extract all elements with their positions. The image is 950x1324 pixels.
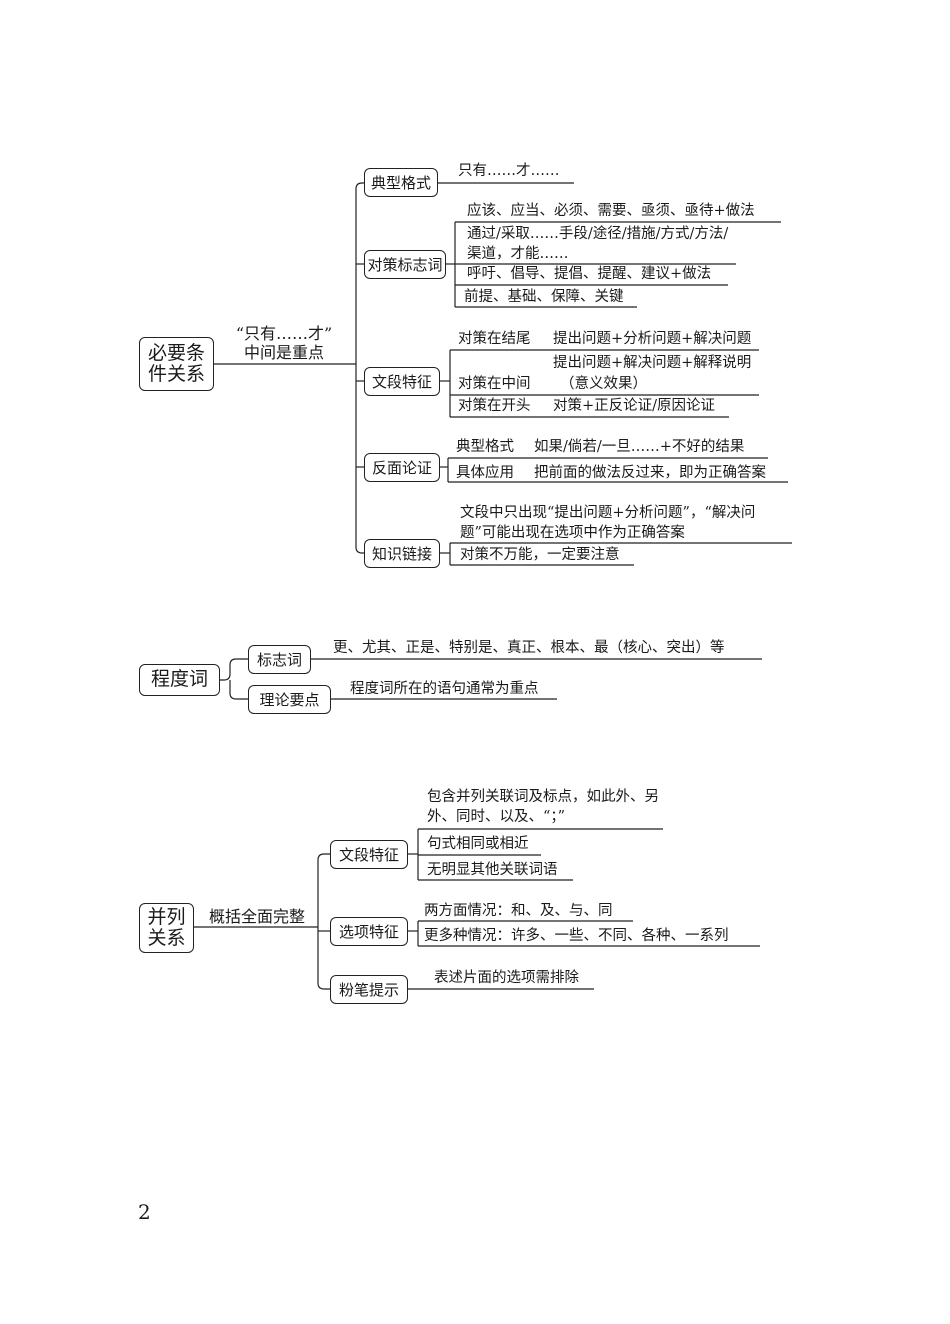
leaf-text: 包含并列关联词及标点，如此外、另外、同时、以及、“；” xyxy=(427,789,659,825)
leaf-text: 两方面情况：和、及、与、同 xyxy=(424,903,613,919)
branch-label-line2: 中间是重点 xyxy=(243,343,324,362)
node-strategy-markers: 对策标志词 xyxy=(364,250,446,279)
leaf-text: 对策+正反论证/原因论证 xyxy=(553,398,716,414)
leaf-text: 程度词所在的语句通常为重点 xyxy=(350,681,539,697)
node-label: 典型格式 xyxy=(370,173,431,192)
root-node-necessary-condition: 必要条 件关系 xyxy=(139,337,214,391)
leaf-text: 表述片面的选项需排除 xyxy=(434,970,579,986)
node-label: 选项特征 xyxy=(338,922,399,941)
branch-label-line1: “只有……才” xyxy=(235,324,333,343)
leaf-text: 更、尤其、正是、特别是、真正、根本、最（核心、突出）等 xyxy=(333,640,725,656)
root-node-degree-words: 程度词 xyxy=(139,664,220,696)
node-label: 知识链接 xyxy=(371,544,432,563)
node-option-features: 选项特征 xyxy=(330,917,408,946)
branch-label: 概括全面完整 xyxy=(208,907,305,926)
page-number: 2 xyxy=(138,1200,151,1224)
node-label: 粉笔提示 xyxy=(338,980,399,999)
leaf-text: 只有……才…… xyxy=(458,163,560,179)
node-counter-argument: 反面论证 xyxy=(364,453,440,482)
leaf-text: 提出问题+分析问题+解决问题 xyxy=(553,331,752,347)
leaf-label: 具体应用 xyxy=(456,465,514,481)
node-label: 标志词 xyxy=(256,650,302,669)
leaf-text: 文段中只出现“提出问题+分析问题”，“解决问题”可能出现在选项中作为正确答案 xyxy=(460,505,756,541)
node-paragraph-features: 文段特征 xyxy=(330,840,408,869)
node-label: 理论要点 xyxy=(259,690,320,709)
leaf-text: （意义效果） xyxy=(560,376,647,392)
node-label: 反面论证 xyxy=(371,458,432,477)
root-label: 必要条 件关系 xyxy=(147,341,205,385)
leaf-text: 无明显其他关联词语 xyxy=(427,862,558,878)
leaf-text: 应该、应当、必须、需要、亟须、亟待+做法 xyxy=(467,203,755,219)
leaf-text: 呼吁、倡导、提倡、提醒、建议+做法 xyxy=(467,266,712,282)
leaf-label: 典型格式 xyxy=(456,439,514,455)
node-label: 文段特征 xyxy=(338,845,399,864)
node-knowledge-link: 知识链接 xyxy=(364,539,440,568)
leaf-text: 前提、基础、保障、关键 xyxy=(464,289,624,305)
leaf-text: 如果/倘若/一旦……+不好的结果 xyxy=(534,439,745,455)
leaf-text: 把前面的做法反过来，即为正确答案 xyxy=(534,465,766,481)
root-node-parallel-relation: 并列 关系 xyxy=(139,903,194,953)
node-typical-format: 典型格式 xyxy=(364,168,438,197)
root-label: 程度词 xyxy=(150,668,208,691)
leaf-text: 更多种情况：许多、一些、不同、各种、一系列 xyxy=(424,928,729,944)
leaf-text: 通过/采取……手段/途径/措施/方式/方法/渠道，才能…… xyxy=(467,226,729,262)
leaf-label: 对策在中间 xyxy=(458,376,531,392)
node-marker-words: 标志词 xyxy=(248,645,311,674)
node-theory-points: 理论要点 xyxy=(248,685,331,714)
leaf-text: 对策不万能，一定要注意 xyxy=(460,547,620,563)
leaf-text: 句式相同或相近 xyxy=(427,836,529,852)
node-paragraph-features: 文段特征 xyxy=(364,367,440,396)
leaf-label: 对策在结尾 xyxy=(458,331,531,347)
node-label: 文段特征 xyxy=(371,372,432,391)
node-chalk-tip: 粉笔提示 xyxy=(330,975,408,1004)
node-label: 对策标志词 xyxy=(367,255,443,274)
leaf-text: 提出问题+解决问题+解释说明 xyxy=(553,355,752,371)
root-label: 并列 关系 xyxy=(147,905,186,949)
leaf-label: 对策在开头 xyxy=(458,398,531,414)
